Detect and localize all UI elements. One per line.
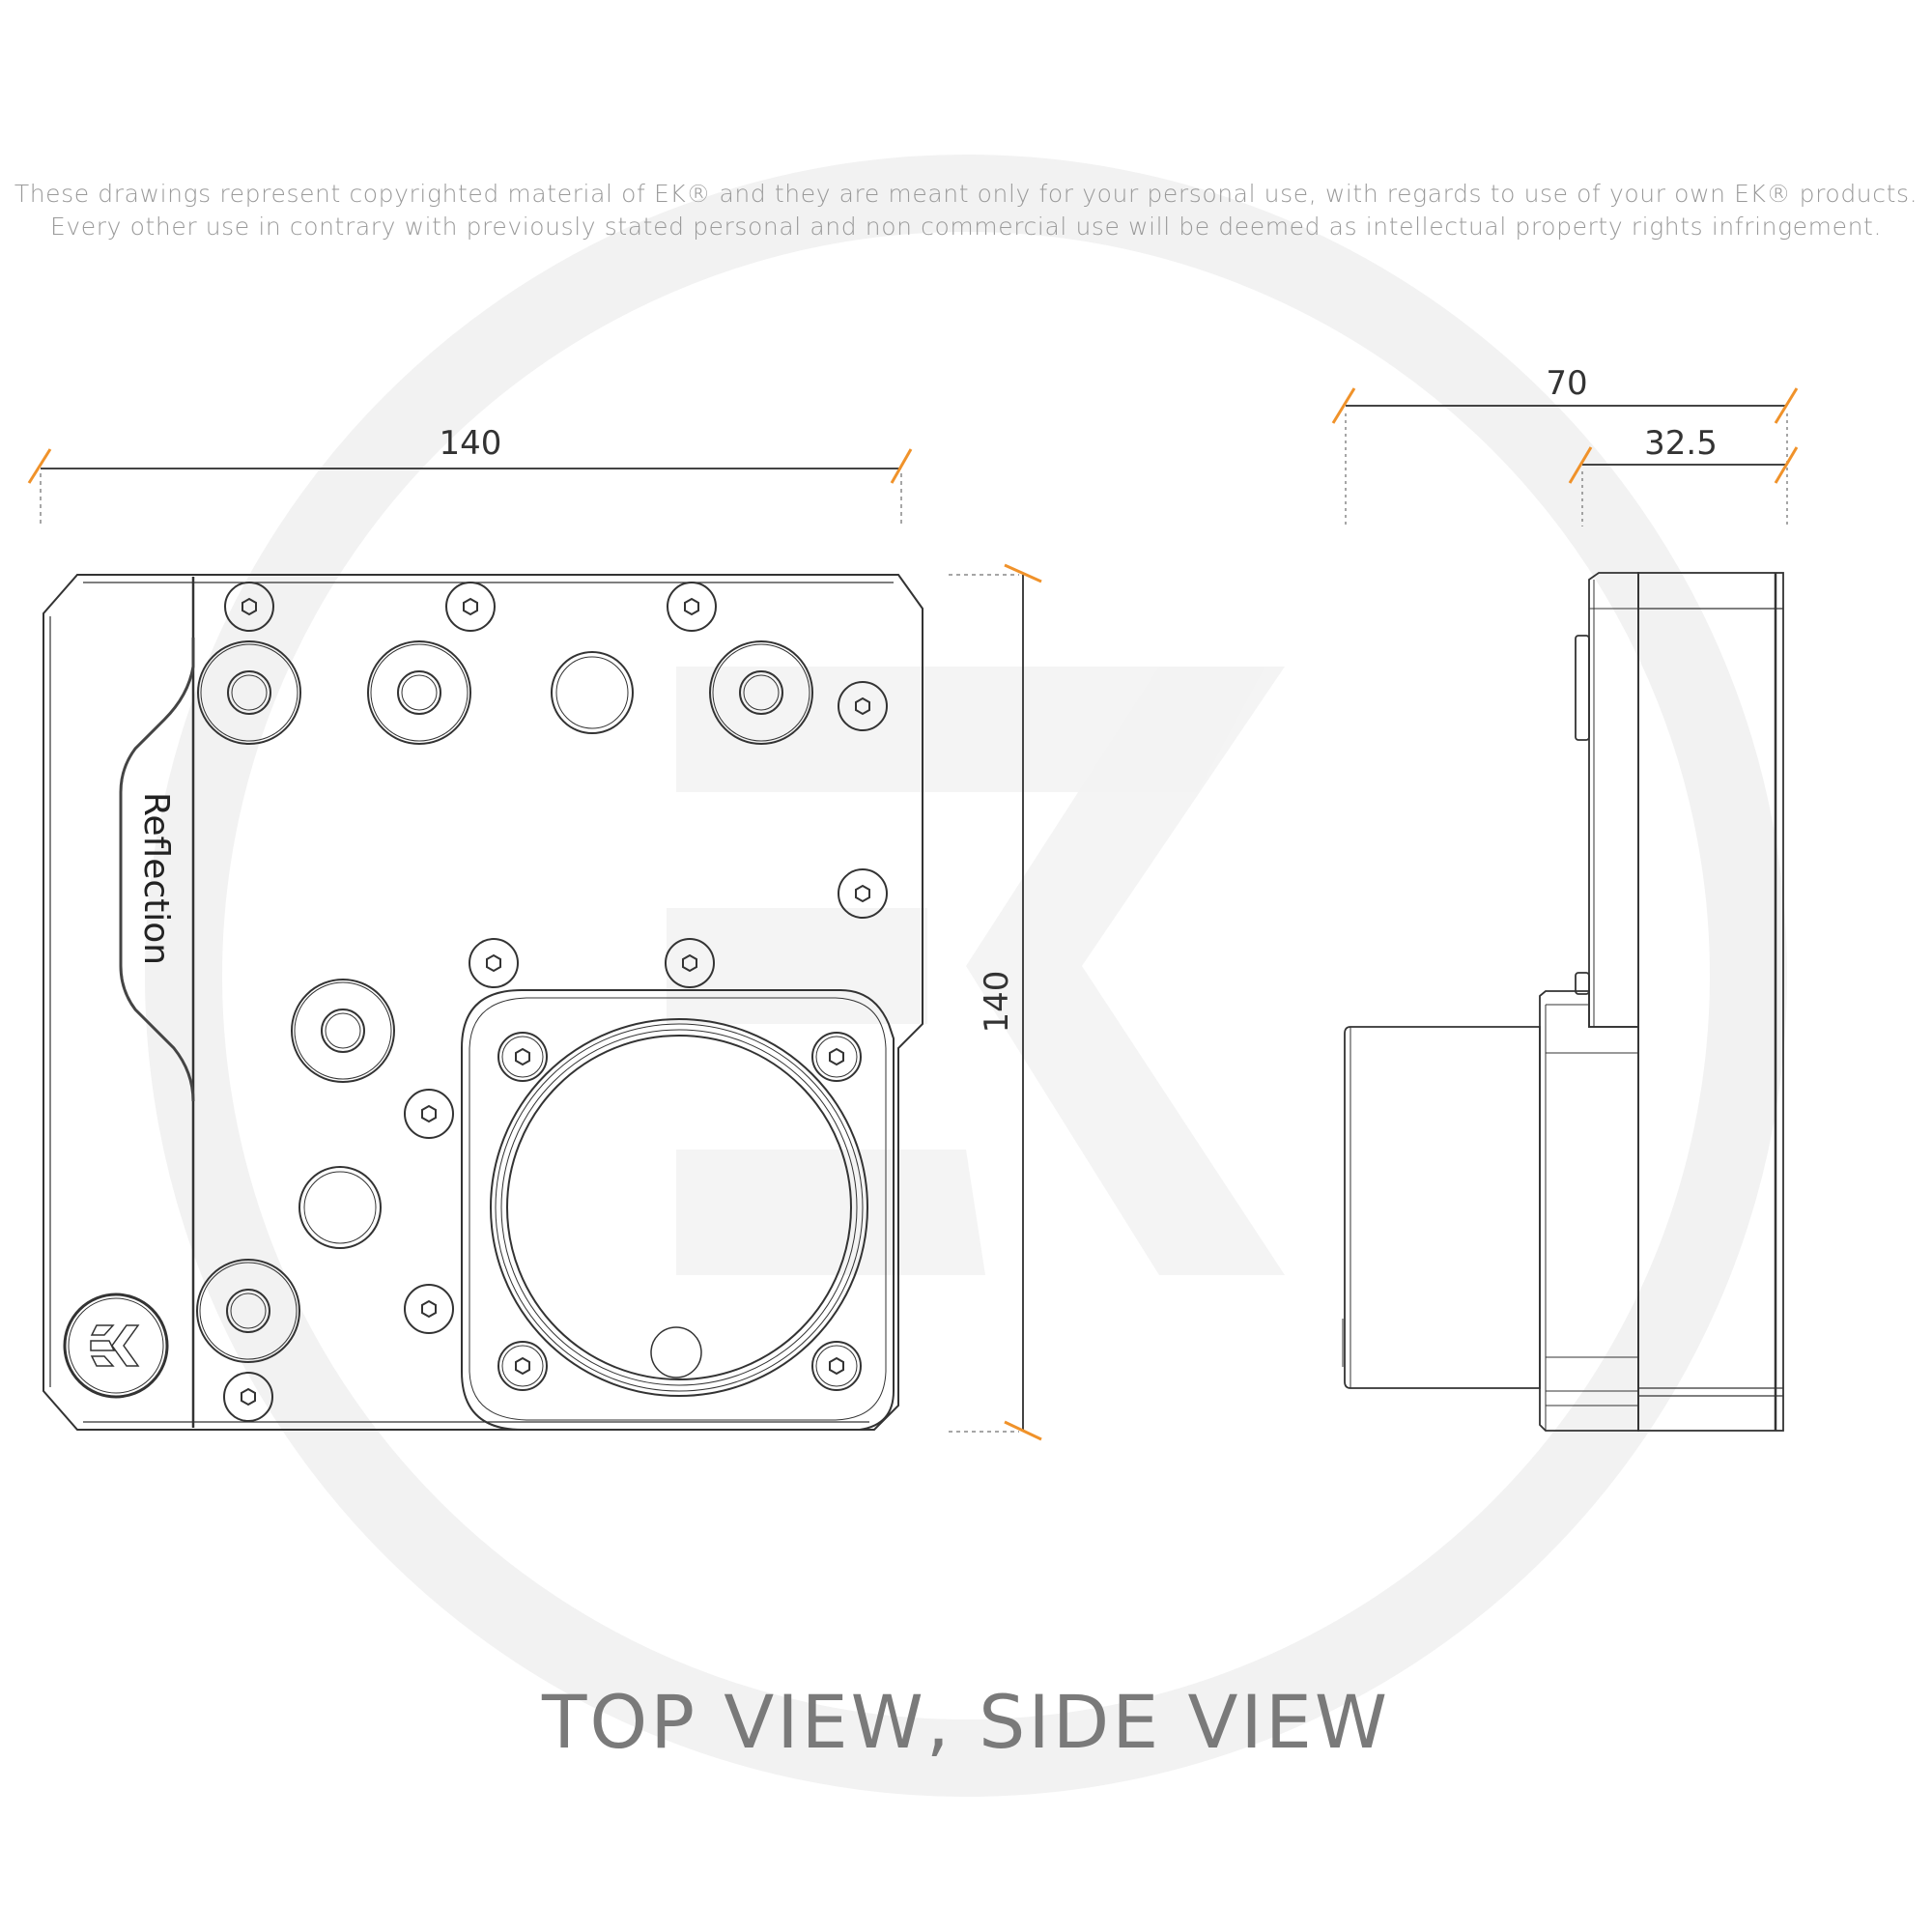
width-dimension: 140 [27,424,913,526]
ek-watermark-icon [145,155,1787,1797]
brand-text: Reflection [136,792,176,965]
total-depth-label: 70 [1546,364,1587,403]
height-dimension-label: 140 [978,971,1016,1034]
width-dimension-label: 140 [440,424,502,463]
top-view [43,574,923,1431]
port-screw-icon [196,640,813,1363]
copyright-notice-line-1: These drawings represent copyrighted mat… [14,180,1918,208]
port-icon [298,651,634,1249]
partial-depth-label: 32.5 [1644,424,1718,463]
total-depth-dimension: 70 [1331,364,1799,526]
height-dimension: 140 [949,563,1042,1441]
pump-housing [461,989,895,1431]
view-caption: TOP VIEW, SIDE VIEW [541,1679,1391,1765]
screw-icon [223,582,888,1422]
partial-depth-dimension: 32.5 [1568,424,1799,526]
ek-logo-icon [63,1293,169,1399]
copyright-notice-line-2: Every other use in contrary with previou… [50,213,1882,241]
side-view [1342,572,1784,1432]
top-view-outline [43,574,923,1431]
